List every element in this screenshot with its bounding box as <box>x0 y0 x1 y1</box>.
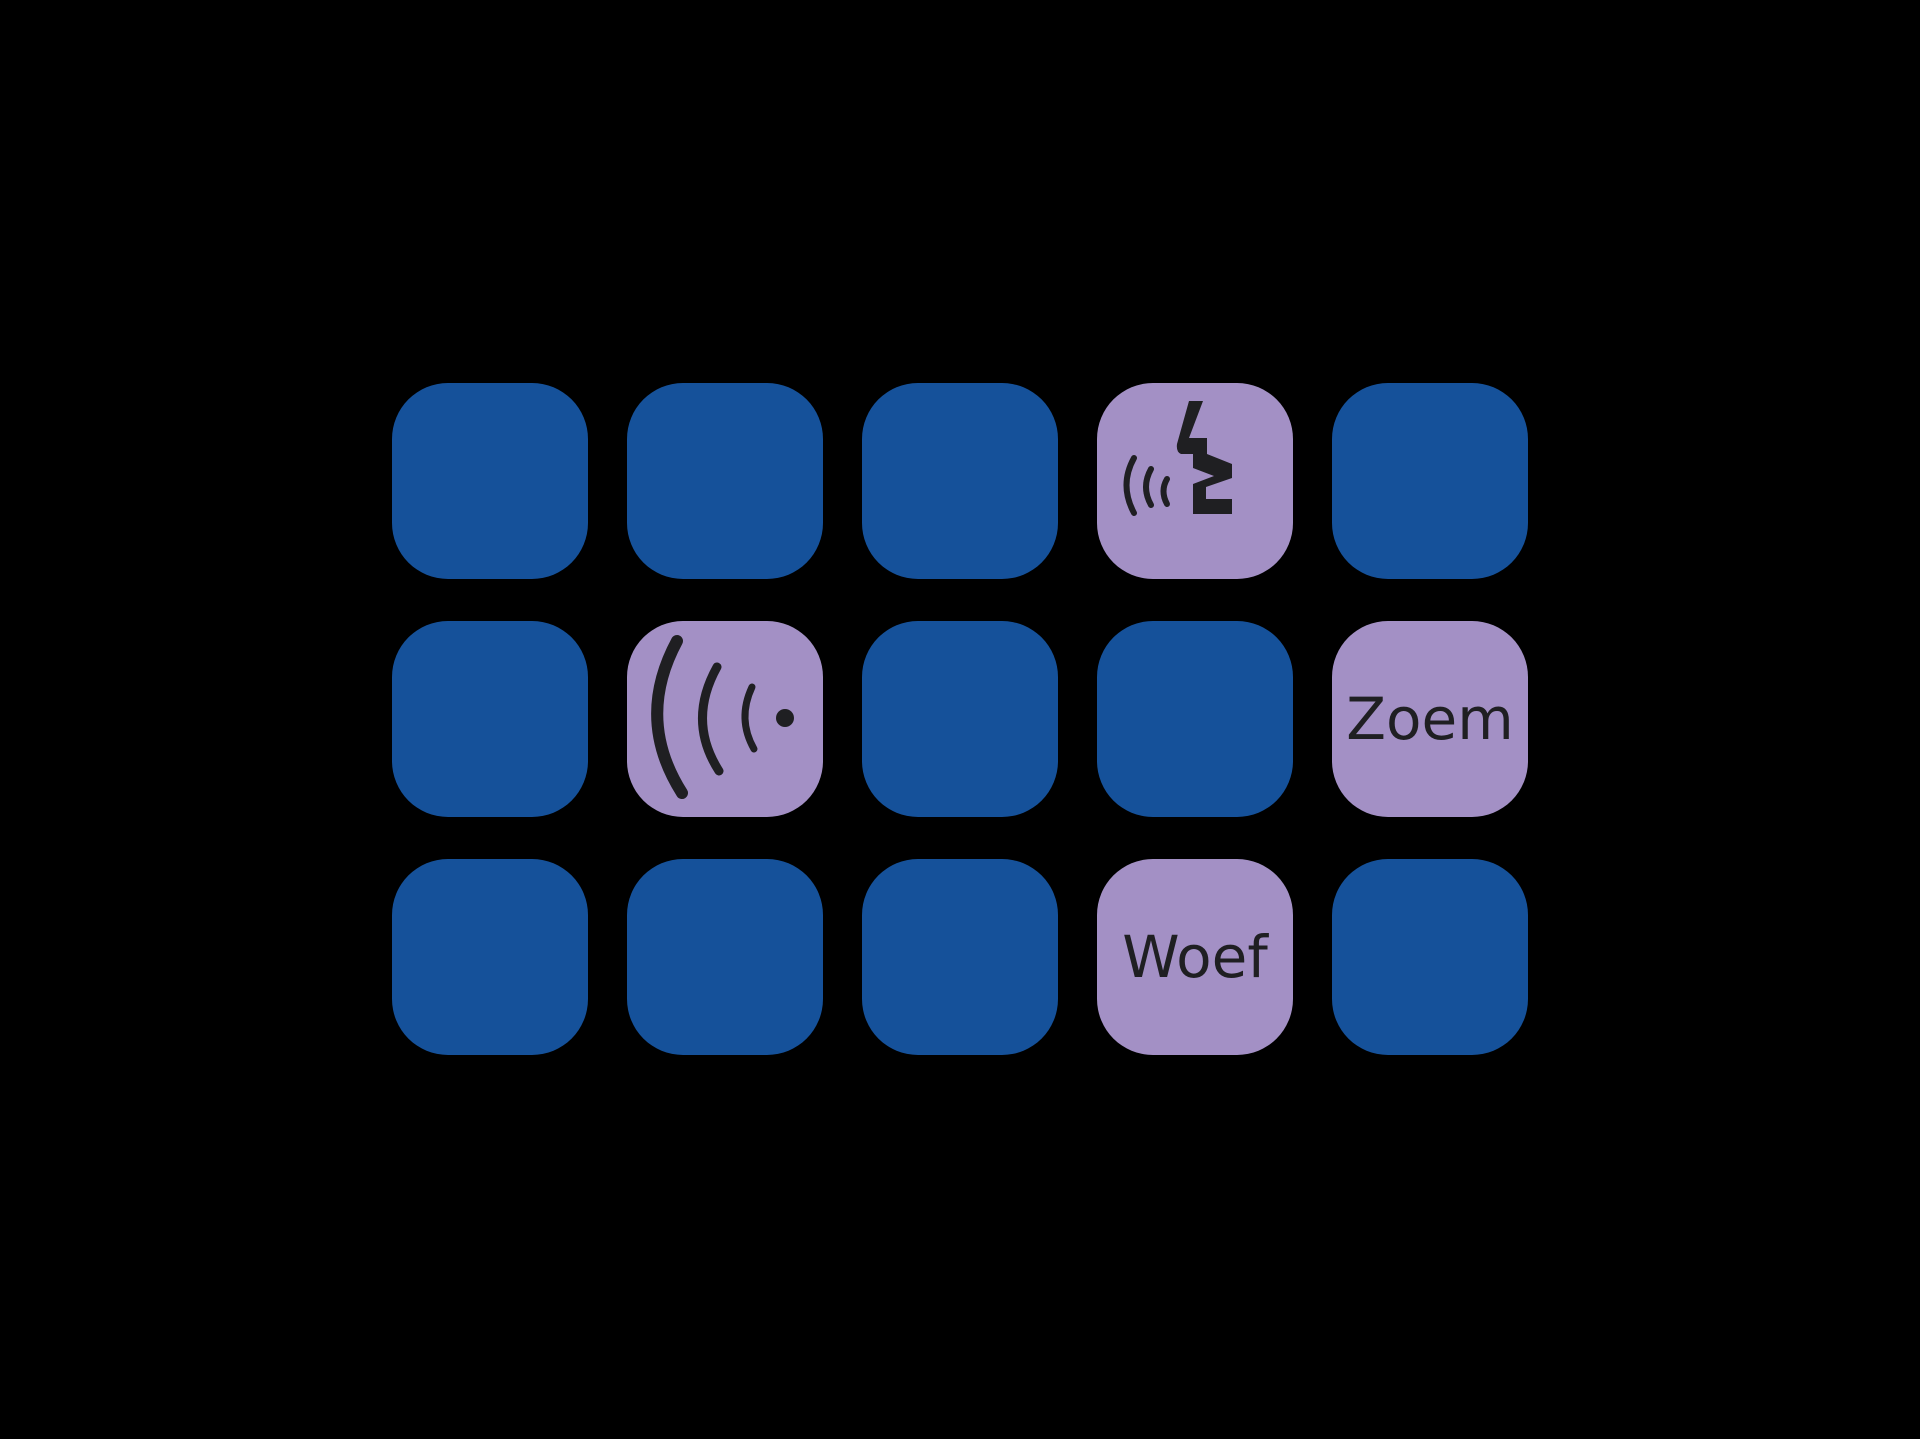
tile-r1-c3[interactable] <box>862 383 1058 579</box>
tile-r3-c3[interactable] <box>862 859 1058 1055</box>
tile-r1-c5[interactable] <box>1332 383 1528 579</box>
tile-r2-c5[interactable]: Zoem <box>1332 621 1528 817</box>
tile-r2-c4[interactable] <box>1097 621 1293 817</box>
tile-r3-c2[interactable] <box>627 859 823 1055</box>
tile-r2-c2[interactable] <box>627 621 823 817</box>
tile-r3-c4[interactable]: Woef <box>1097 859 1293 1055</box>
tile-r3-c5[interactable] <box>1332 859 1528 1055</box>
tile-word: Zoem <box>1346 685 1514 753</box>
tile-r3-c1[interactable] <box>392 859 588 1055</box>
tile-r1-c2[interactable] <box>627 383 823 579</box>
tile-r2-c1[interactable] <box>392 621 588 817</box>
memory-board: Zoem Woef <box>392 383 1530 1055</box>
tile-r1-c1[interactable] <box>392 383 588 579</box>
buzz-icon <box>1097 383 1293 579</box>
tile-r2-c3[interactable] <box>862 621 1058 817</box>
sound-waves-icon <box>627 621 823 817</box>
tile-word: Woef <box>1122 923 1268 991</box>
tile-r1-c4[interactable] <box>1097 383 1293 579</box>
